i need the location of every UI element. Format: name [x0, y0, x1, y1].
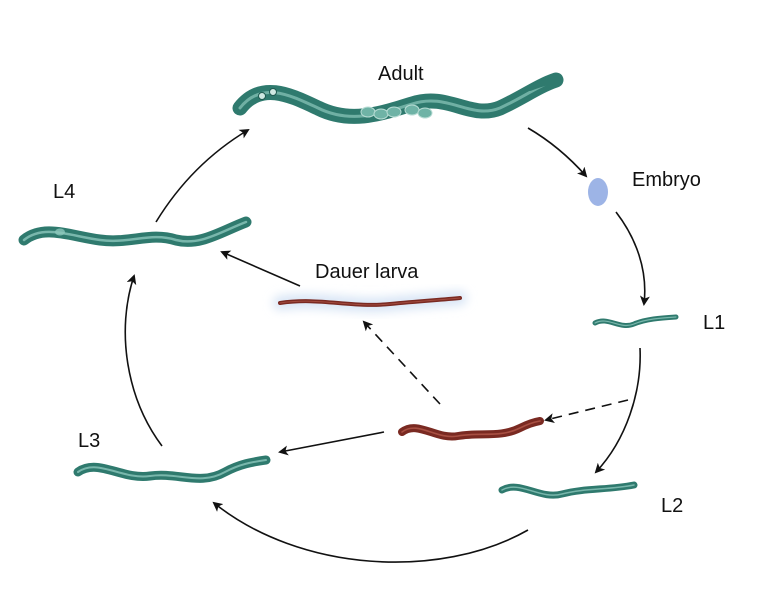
arrow-l2-to-l3 — [212, 501, 529, 563]
adult-label: Adult — [378, 63, 424, 85]
arrow-l1-to-l2 — [594, 347, 641, 474]
arrow-dauer-to-l4 — [220, 250, 301, 287]
l3-worm-icon — [73, 455, 271, 483]
embryo-icon — [588, 178, 608, 206]
l1-label: L1 — [703, 312, 725, 334]
l2-worm-icon — [498, 481, 638, 499]
l4-label: L4 — [53, 181, 75, 203]
cycle-arrows — [124, 127, 650, 563]
arrow-embryo-to-l1 — [615, 211, 650, 306]
l3-label: L3 — [78, 430, 100, 452]
arrow-predauer-to-l3 — [278, 431, 385, 456]
arrow-l3-to-l4 — [124, 274, 163, 447]
arrow-adult-to-embryo — [527, 127, 588, 178]
arrow-l1-to-predauer — [544, 399, 629, 423]
dauer-worm-icon — [273, 291, 467, 312]
dauer-pathway-arrows — [362, 320, 629, 423]
arrow-l4-to-adult — [155, 128, 250, 223]
l4-worm-icon — [18, 216, 252, 247]
predauer-worm-icon — [398, 417, 544, 441]
l1-worm-icon — [592, 314, 679, 328]
adult-worm-icon — [232, 72, 564, 124]
arrow-predauer-to-dauer — [362, 320, 441, 405]
l2-label: L2 — [661, 495, 683, 517]
dauer-label: Dauer larva — [315, 261, 419, 283]
embryo-label: Embryo — [632, 169, 701, 191]
